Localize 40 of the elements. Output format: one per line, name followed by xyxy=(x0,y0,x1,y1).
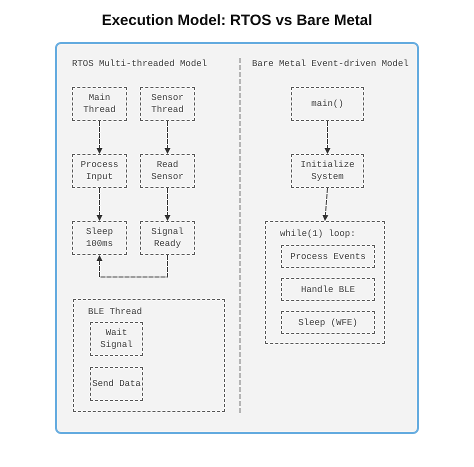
arrow xyxy=(164,120,170,154)
process-box xyxy=(281,311,375,334)
group-title: while(1) loop: xyxy=(280,228,356,240)
arrow xyxy=(96,188,102,221)
process-box xyxy=(291,87,364,121)
arrow xyxy=(96,120,102,154)
column-heading: Bare Metal Event-driven Model xyxy=(252,58,409,71)
arrow xyxy=(96,254,168,278)
process-box xyxy=(140,221,195,255)
box-label: Handle BLE xyxy=(300,284,355,296)
diagram-title: Execution Model: RTOS vs Bare Metal xyxy=(100,11,374,31)
process-box xyxy=(140,154,195,188)
group-title: BLE Thread xyxy=(88,306,142,318)
arrow xyxy=(322,188,328,221)
process-box xyxy=(72,154,127,188)
process-box xyxy=(72,87,127,121)
arrow xyxy=(164,188,170,221)
process-box xyxy=(90,322,143,356)
box-label: main() xyxy=(311,98,344,110)
box-label: Read Sensor xyxy=(150,159,185,183)
box-label: Sleep (WFE) xyxy=(298,316,358,328)
box-label: Send Data xyxy=(92,378,141,390)
process-box xyxy=(72,221,127,255)
box-label: Wait Signal xyxy=(99,327,134,351)
process-box xyxy=(90,367,143,401)
box-label: Signal Ready xyxy=(150,226,185,250)
box-label: Process Input xyxy=(80,159,120,183)
process-box xyxy=(291,154,364,188)
process-box xyxy=(140,87,195,121)
box-label: Main Thread xyxy=(82,92,117,116)
box-label: Sleep 100ms xyxy=(84,226,114,250)
process-box xyxy=(281,278,375,301)
process-box xyxy=(281,245,375,268)
group-box xyxy=(73,299,225,412)
column-heading: RTOS Multi-threaded Model xyxy=(72,58,208,71)
group-box xyxy=(265,221,385,344)
box-label: Sensor Thread xyxy=(150,92,185,116)
box-label: Process Events xyxy=(290,250,366,262)
arrow xyxy=(324,120,330,154)
box-label: Initialize System xyxy=(299,159,356,183)
